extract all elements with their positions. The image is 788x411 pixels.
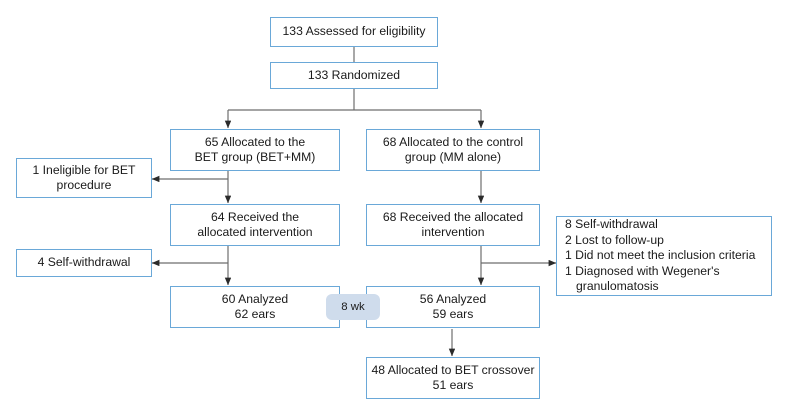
node-analyzed-bet: 60 Analyzed 62 ears [170, 286, 340, 328]
node-line: 64 Received the [210, 209, 300, 224]
node-line: 65 Allocated to the [204, 134, 306, 149]
node-line: 1 Ineligible for BET [32, 162, 136, 177]
node-line: 48 Allocated to BET crossover [371, 362, 535, 377]
node-line: allocated intervention [197, 225, 313, 239]
node-ineligible-for-bet: 1 Ineligible for BET procedure [16, 158, 152, 198]
node-line: group (MM alone) [404, 150, 502, 164]
node-line: 4 Self-withdrawal [37, 255, 131, 270]
node-allocated-bet-group: 65 Allocated to the BET group (BET+MM) [170, 129, 340, 171]
node-line: 62 ears [234, 307, 276, 321]
node-line: 51 ears [432, 378, 474, 392]
node-received-intervention-control: 68 Received the allocated intervention [366, 204, 540, 246]
node-line: 68 Received the allocated [382, 209, 524, 224]
node-line: granulomatosis [576, 279, 659, 294]
node-line: 133 Assessed for eligibility [282, 24, 426, 39]
node-self-withdrawal-bet: 4 Self-withdrawal [16, 249, 152, 277]
node-line: intervention [421, 225, 485, 239]
timepoint-badge-8wk: 8 wk [326, 294, 380, 320]
timepoint-badge-label: 8 wk [341, 301, 365, 313]
node-assessed-for-eligibility: 133 Assessed for eligibility [270, 17, 438, 47]
node-line: 68 Allocated to the control [382, 134, 524, 149]
node-exclusions-control: 8 Self-withdrawal 2 Lost to follow-up 1 … [556, 216, 772, 296]
node-line: 133 Randomized [307, 67, 401, 82]
node-line: BET group (BET+MM) [194, 150, 316, 164]
node-line: 8 Self-withdrawal [565, 217, 658, 232]
node-received-intervention-bet: 64 Received the allocated intervention [170, 204, 340, 246]
node-line: procedure [56, 178, 112, 192]
node-allocated-control-group: 68 Allocated to the control group (MM al… [366, 129, 540, 171]
node-analyzed-control: 56 Analyzed 59 ears [366, 286, 540, 328]
node-line: 59 ears [432, 307, 474, 321]
node-line: 1 Did not meet the inclusion criteria [565, 248, 756, 263]
node-line: 60 Analyzed [221, 291, 289, 306]
node-randomized: 133 Randomized [270, 62, 438, 89]
node-line: 2 Lost to follow-up [565, 232, 664, 247]
node-line: 1 Diagnosed with Wegener's [565, 263, 720, 278]
node-bet-crossover: 48 Allocated to BET crossover 51 ears [366, 357, 540, 399]
node-line: 56 Analyzed [419, 291, 487, 306]
